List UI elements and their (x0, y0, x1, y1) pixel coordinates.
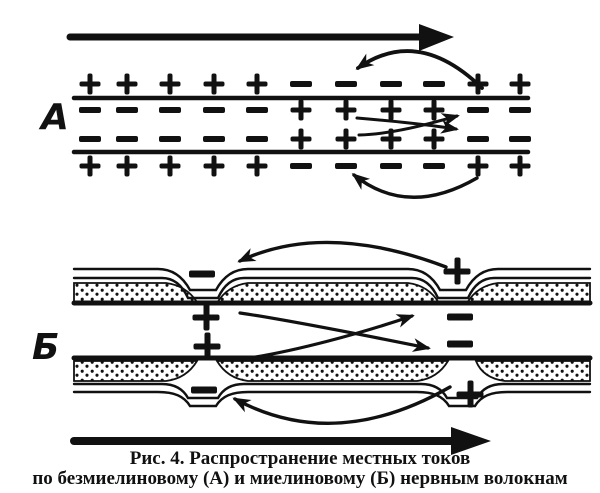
section-b-diagram (70, 240, 593, 455)
inner-current-arrow-lower (357, 113, 460, 137)
fiber-b-label: Б (32, 327, 60, 368)
charge-plus (509, 73, 531, 95)
charge-minus (467, 107, 489, 113)
stimulus-arrow-bottom (70, 427, 491, 455)
saltatory-current-arc-top (237, 240, 448, 269)
charge-minus (203, 107, 225, 113)
myelin-segment (73, 360, 199, 382)
charge-plus (467, 155, 489, 177)
charge-plus (159, 155, 181, 177)
myelin-segment (215, 282, 441, 304)
charge-minus (380, 81, 402, 87)
charge-minus (116, 136, 138, 142)
charge-plus (79, 73, 101, 95)
charge-minus (79, 136, 101, 142)
fiber-a-label: А (41, 97, 69, 138)
charge-minus (423, 81, 445, 87)
charge-minus (509, 136, 531, 142)
charge-minus (380, 163, 402, 169)
charge-minus (467, 136, 489, 142)
charge-plus (203, 155, 225, 177)
saltatory-current-arc-bottom (232, 385, 452, 425)
membrane-outer-line (72, 390, 592, 408)
charge-minus (116, 107, 138, 113)
myelinated-fiber-upper (71, 267, 593, 306)
charge-minus (423, 163, 445, 169)
charge-minus (335, 163, 357, 169)
caption-line-1: Рис. 4. Распространение местных токов (129, 448, 471, 469)
charge-plus (380, 128, 402, 150)
charge-minus (290, 81, 312, 87)
charge-minus (191, 386, 217, 394)
myelinated-fiber-lower (71, 355, 593, 408)
charge-minus (159, 136, 181, 142)
myelin-segment (474, 360, 591, 382)
charge-plus (423, 128, 445, 150)
charge-plus (443, 257, 471, 285)
charge-minus (246, 136, 268, 142)
charge-plus (116, 155, 138, 177)
charge-plus (203, 73, 225, 95)
charge-minus (79, 107, 101, 113)
charge-plus (116, 73, 138, 95)
charge-plus (335, 128, 357, 150)
charge-plus (192, 303, 220, 331)
section-a-diagram (66, 24, 531, 199)
membrane-inner-line (72, 382, 592, 400)
charge-plus (456, 380, 484, 408)
charge-minus (246, 107, 268, 113)
caption-line-2: по безмиелиновому (А) и миелиновому (Б) … (32, 468, 568, 489)
charge-plus (290, 99, 312, 121)
myelin-segment (215, 360, 450, 382)
stimulus-arrow-top (66, 24, 454, 51)
charge-plus (290, 128, 312, 150)
charge-minus (447, 340, 473, 348)
charge-minus (509, 107, 531, 113)
membrane-inner-line (72, 276, 592, 300)
charge-plus (246, 73, 268, 95)
charge-plus (159, 73, 181, 95)
charge-plus (335, 99, 357, 121)
charge-plus (380, 99, 402, 121)
outer-current-arc-top (355, 49, 484, 90)
charge-plus (193, 332, 221, 360)
myelin-segment (73, 282, 198, 304)
charge-minus (189, 270, 215, 278)
charge-plus (467, 73, 489, 95)
charge-minus (159, 107, 181, 113)
charge-plus (79, 155, 101, 177)
myelin-segment (465, 282, 591, 304)
charge-minus (335, 81, 357, 87)
figure-caption: Рис. 4. Распространение местных токов по… (0, 449, 600, 489)
charge-minus (203, 136, 225, 142)
charge-plus (423, 99, 445, 121)
intercell-current-arrow-down (238, 311, 431, 352)
inner-current-arrow-upper (355, 116, 459, 134)
charge-minus (447, 313, 473, 321)
charge-minus (290, 163, 312, 169)
membrane-outer-line (72, 267, 592, 292)
charge-plus (246, 155, 268, 177)
charge-plus (509, 155, 531, 177)
outer-current-arc-bottom (351, 173, 479, 199)
